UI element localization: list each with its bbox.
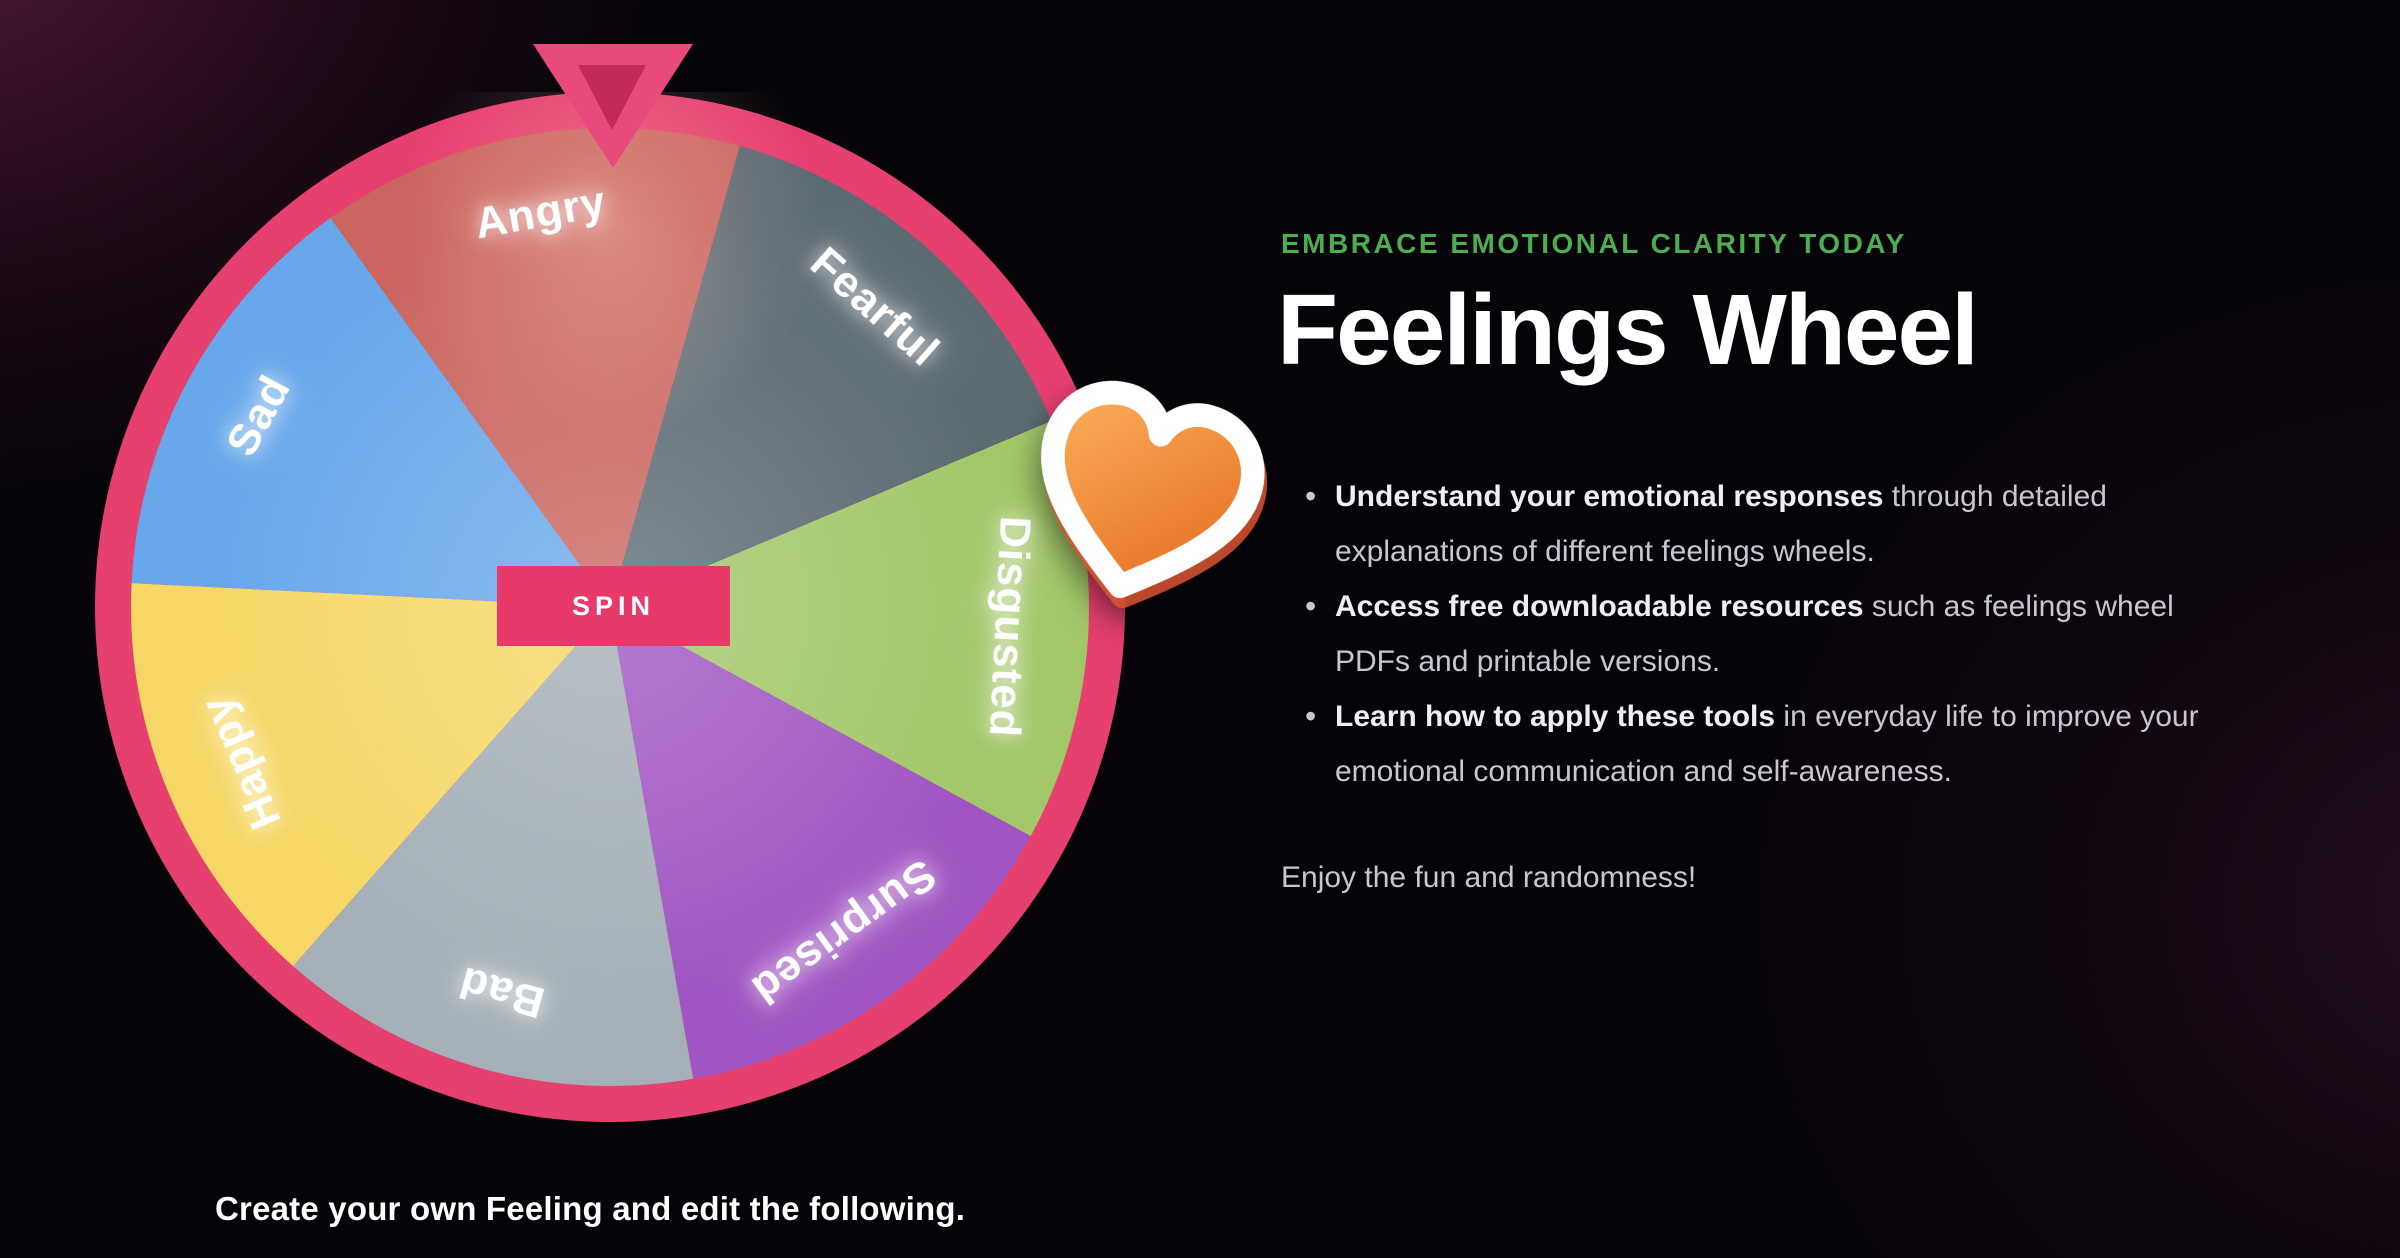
heart-icon bbox=[1040, 380, 1265, 599]
list-item: Learn how to apply these tools in everyd… bbox=[1281, 689, 2221, 799]
heart-shape bbox=[1040, 380, 1265, 599]
benefits-list: Understand your emotional responses thro… bbox=[1281, 469, 2221, 799]
footer-note: Create your own Feeling and edit the fol… bbox=[215, 1190, 966, 1227]
page-title: Feelings Wheel bbox=[1277, 274, 1979, 386]
wheel-pointer-icon bbox=[533, 44, 693, 168]
eyebrow-tagline: EMBRACE EMOTIONAL CLARITY TODAY bbox=[1281, 228, 1907, 259]
bullet-text: in everyday life to improve your emotion… bbox=[1335, 700, 2199, 788]
list-item: Understand your emotional responses thro… bbox=[1281, 469, 2221, 579]
bullet-bold-text: Understand your emotional responses bbox=[1335, 480, 1884, 513]
bullet-bold-text: Learn how to apply these tools bbox=[1335, 700, 1776, 733]
bullet-bold-text: Access free downloadable resources bbox=[1335, 590, 1864, 623]
closing-note: Enjoy the fun and randomness! bbox=[1281, 861, 1697, 894]
pointer-inner-triangle bbox=[578, 65, 646, 130]
list-item: Access free downloadable resources such … bbox=[1281, 579, 2221, 689]
bullet-text: such as feelings wheel PDFs and printabl… bbox=[1335, 590, 2174, 678]
spin-button[interactable]: SPIN bbox=[497, 566, 730, 646]
wheel-segment-label: Disgusted bbox=[980, 515, 1040, 739]
bullet-text: through detailed explanations of differe… bbox=[1335, 480, 2107, 568]
